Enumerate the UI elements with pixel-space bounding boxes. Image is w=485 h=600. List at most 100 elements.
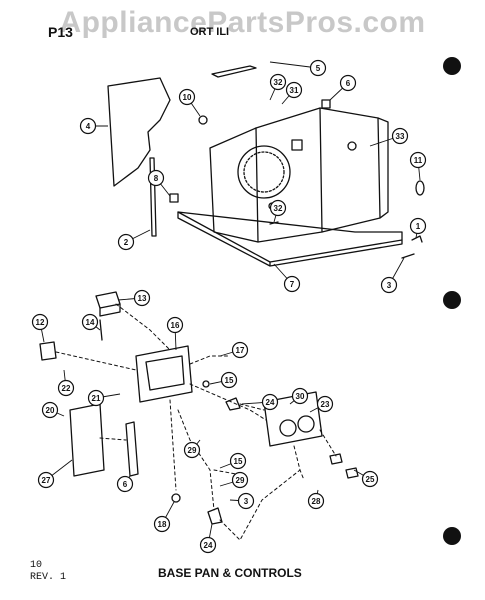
revision: REV. 1 (30, 572, 67, 583)
terminal-strip (125, 421, 139, 477)
control-bracket (135, 345, 193, 403)
callout-4: 4 (79, 117, 108, 135)
callout-number: 4 (86, 122, 91, 131)
switch-knob-left (279, 419, 297, 437)
callout-number: 29 (236, 476, 245, 485)
callout-circle (409, 151, 427, 169)
callout-circle (269, 199, 287, 217)
screw-3 (401, 253, 415, 259)
grommet-11 (415, 180, 425, 196)
callout-30: 30 (289, 387, 309, 405)
callout-6: 6 (116, 475, 134, 493)
callout-circle (37, 471, 55, 489)
callout-29: 29 (183, 439, 201, 459)
callout-number: 32 (274, 78, 283, 87)
base-pan (177, 211, 403, 263)
callout-3: 3 (229, 492, 255, 510)
callout-number: 17 (236, 346, 245, 355)
callout-32: 32 (269, 199, 287, 223)
callout-number: 20 (46, 406, 55, 415)
callout-number: 27 (42, 476, 51, 485)
callout-number: 12 (36, 318, 45, 327)
callout-number: 15 (225, 376, 234, 385)
callout-21: 21 (87, 389, 121, 407)
side-panel (107, 77, 171, 187)
callout-circle (285, 81, 303, 99)
callout-circle (57, 379, 75, 397)
callout-circle (79, 117, 97, 135)
callout-27: 27 (37, 459, 73, 489)
page-number: 10 REV. 1 (30, 560, 66, 584)
callout-number: 1 (416, 222, 421, 231)
switch-knob-right (297, 415, 315, 433)
callout-circle (361, 470, 379, 488)
callout-number: 24 (266, 398, 275, 407)
page-code: P13 (48, 24, 73, 40)
binder-hole-top (443, 57, 461, 75)
callout-29: 29 (219, 471, 249, 489)
callout-5: 5 (269, 59, 327, 77)
callout-circle (307, 492, 325, 510)
binder-hole-middle (443, 291, 461, 309)
watermark: AppliancePartsPros.com (59, 6, 426, 39)
bushing (225, 397, 241, 411)
callout-circle (229, 452, 247, 470)
callout-circle (87, 389, 105, 407)
callout-circle (81, 313, 99, 331)
top-rail (211, 65, 257, 78)
callout-14: 14 (81, 313, 101, 331)
callout-number: 23 (321, 400, 330, 409)
callout-number: 28 (312, 497, 321, 506)
callout-33: 33 (369, 127, 409, 147)
callout-number: 30 (296, 392, 305, 401)
callout-circle (391, 127, 409, 145)
callout-circle (153, 515, 171, 533)
callout-28: 28 (307, 489, 325, 510)
callout-number: 33 (396, 132, 405, 141)
cover-plate (69, 403, 105, 477)
callout-circle (316, 395, 334, 413)
binder-hole-bottom (443, 527, 461, 545)
callout-circle (183, 441, 201, 459)
callout-circle (231, 341, 249, 359)
callout-8: 8 (147, 169, 171, 197)
callout-number: 13 (138, 294, 147, 303)
callout-circle (117, 233, 135, 251)
callout-number: 24 (204, 541, 213, 550)
callout-24: 24 (199, 523, 217, 554)
callout-circle (291, 387, 309, 405)
callout-circle (409, 217, 427, 235)
callout-circle (220, 371, 238, 389)
knob (329, 453, 343, 465)
callout-circle (116, 475, 134, 493)
callout-circle (231, 471, 249, 489)
header-text: ORT ILI (190, 26, 230, 38)
clip-8 (169, 193, 179, 203)
callout-circle (283, 275, 301, 293)
capacitor (95, 291, 121, 309)
callout-number: 21 (92, 394, 101, 403)
clip-6 (321, 99, 331, 109)
callout-18: 18 (153, 501, 175, 533)
callout-number: 7 (290, 280, 295, 289)
callout-number: 15 (234, 457, 243, 466)
callout-15: 15 (209, 371, 238, 389)
callout-6: 6 (329, 74, 357, 101)
callout-number: 32 (274, 204, 283, 213)
grommet-10 (198, 115, 208, 125)
fan-ring (237, 145, 291, 199)
callout-circle (339, 74, 357, 92)
callout-number: 10 (183, 93, 192, 102)
callout-circle (178, 88, 196, 106)
callout-23: 23 (309, 395, 334, 413)
page-number-value: 10 (30, 560, 43, 571)
callout-number: 31 (290, 86, 299, 95)
callout-number: 29 (188, 446, 197, 455)
callout-7: 7 (273, 263, 301, 293)
callout-circle (309, 59, 327, 77)
callout-number: 8 (154, 174, 159, 183)
callout-circle (31, 313, 49, 331)
callout-13: 13 (117, 289, 151, 307)
diagram-title: BASE PAN & CONTROLS (158, 566, 302, 580)
